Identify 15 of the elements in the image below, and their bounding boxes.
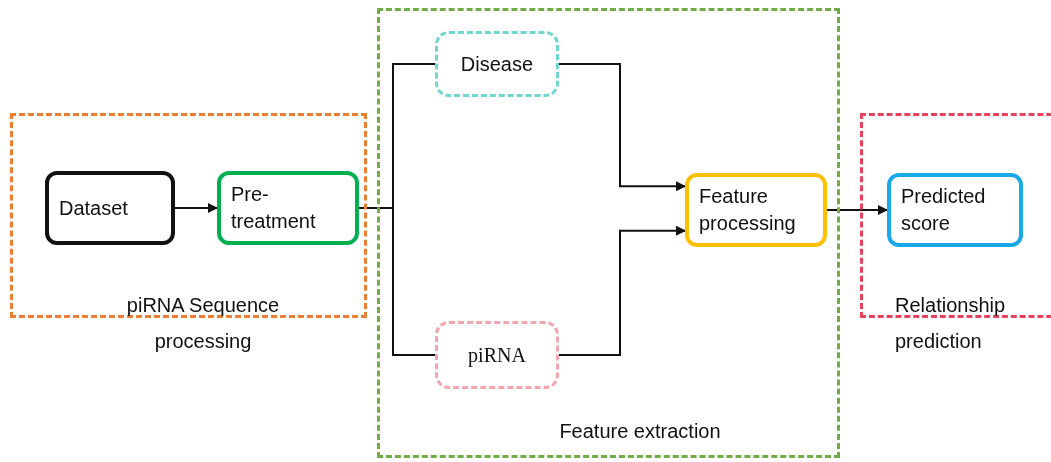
process-box: Predicted score (887, 173, 1023, 247)
connector-line (358, 207, 436, 356)
process-box: Dataset (45, 171, 175, 245)
arrow (174, 203, 218, 213)
group-label: piRNA Sequence processing (125, 293, 281, 354)
arrow (558, 63, 686, 192)
group-label: Feature extraction (558, 419, 722, 444)
process-box: Feature processing (685, 173, 827, 247)
dashed-group-frame (377, 8, 840, 458)
group-label: Relationship prediction (895, 293, 1007, 354)
dashed-box: Disease (435, 31, 559, 97)
dashed-box: piRNA (435, 321, 559, 389)
process-box: Pre-treatment (217, 171, 359, 245)
arrow (558, 225, 686, 356)
arrow (826, 205, 888, 215)
